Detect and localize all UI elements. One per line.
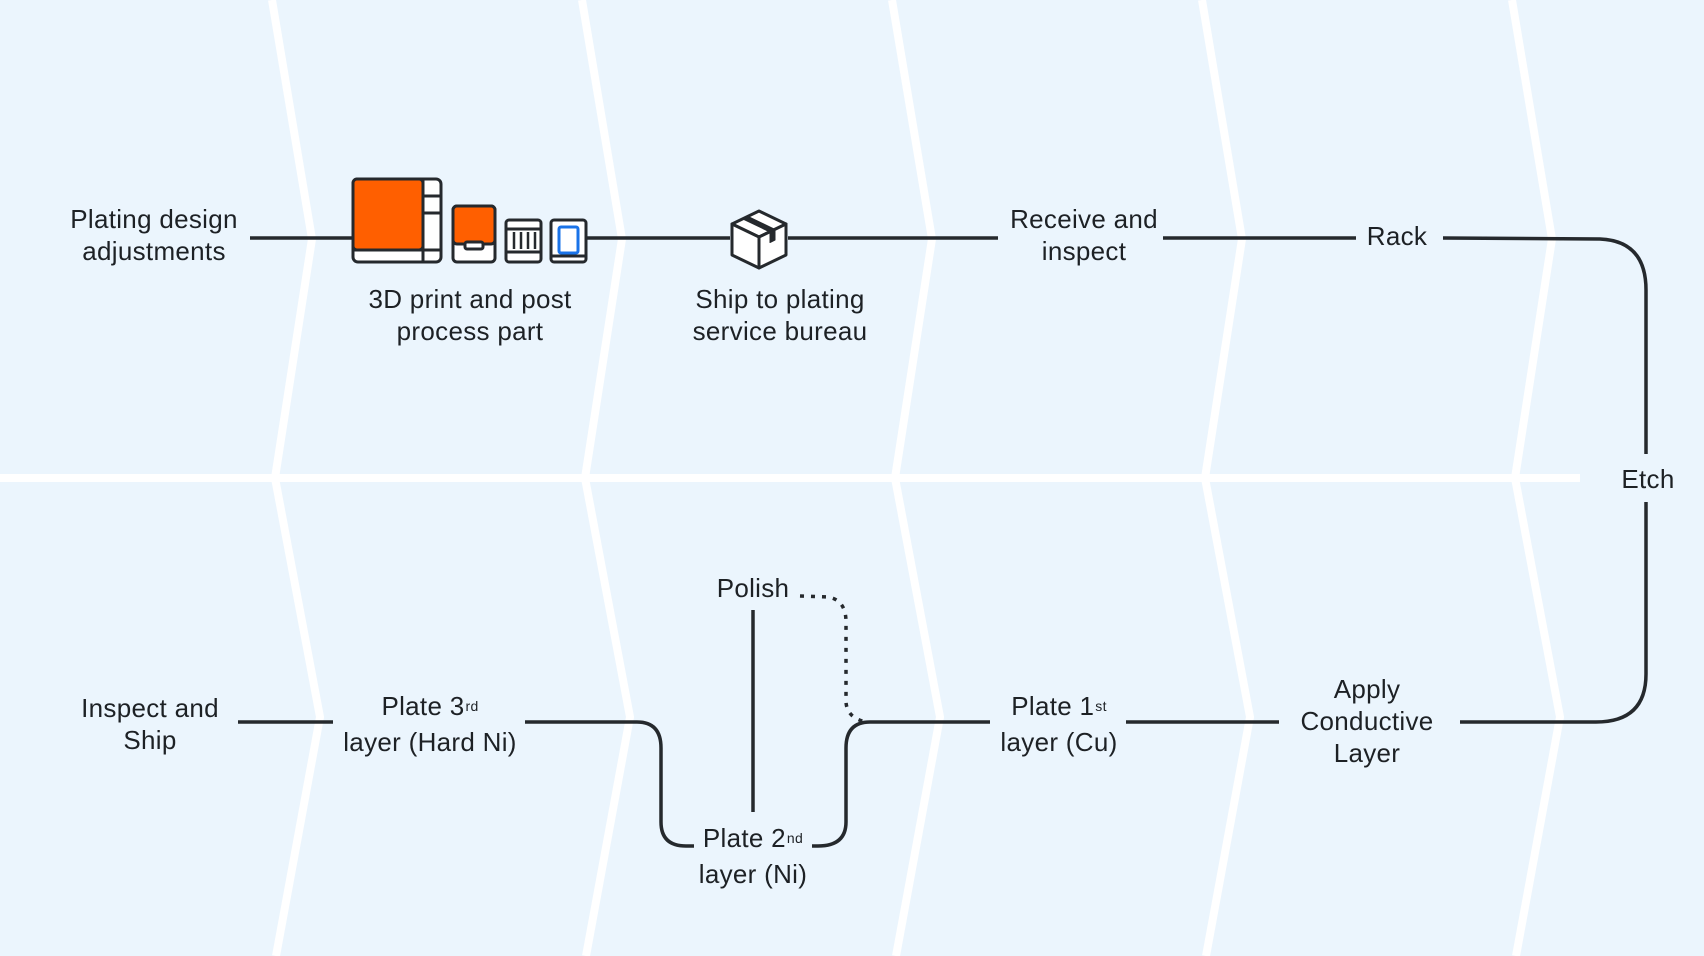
step-rack: Rack — [1367, 220, 1427, 252]
step-label-line: Apply — [1333, 674, 1401, 704]
step-receive-and-inspect: Receive and inspect — [1010, 203, 1158, 267]
connector-etch-apply — [1460, 502, 1648, 724]
step-label-line: Plate 1st — [1000, 690, 1117, 726]
step-label-text: Plate 3 — [381, 691, 465, 721]
step-label-line: Conductive — [1300, 706, 1434, 736]
step-label-line: layer (Cu) — [1000, 727, 1118, 757]
step-polish: Polish — [717, 572, 790, 604]
flow-connectors — [238, 236, 1648, 848]
step-label-line: Etch — [1621, 464, 1675, 494]
step-label-line: inspect — [1041, 236, 1127, 266]
step-label-line: Ship — [123, 725, 177, 755]
connector-plate2-plate3 — [525, 720, 694, 848]
step-label-line: process part — [396, 316, 544, 346]
step-plate-3rd-layer: Plate 3rd layer (Hard Ni) — [343, 690, 517, 758]
step-plate-2nd-layer: Plate 2nd layer (Ni) — [699, 822, 807, 890]
step-label-line: Plate 2nd — [699, 822, 807, 858]
package-box-icon — [730, 209, 788, 270]
step-label-text: Plate 2 — [702, 823, 786, 853]
step-label-line: 3D print and post — [368, 284, 572, 314]
connector-polish-dotted — [799, 594, 867, 724]
3d-printer-icon — [351, 177, 443, 264]
step-3d-print-and-post-process: 3D print and post process part — [368, 283, 571, 347]
step-label-line: Layer — [1333, 738, 1401, 768]
step-etch: Etch — [1621, 463, 1674, 495]
chevron-divider — [578, 0, 635, 956]
wash-station-icon — [451, 204, 497, 264]
ordinal-suffix: nd — [786, 830, 804, 846]
connector-rack-etch — [1442, 236, 1648, 454]
step-plating-design-adjustments: Plating design adjustments — [70, 203, 238, 267]
connector-plate1-plate2 — [812, 720, 990, 848]
chevron-divider — [1508, 0, 1565, 956]
chevron-divider — [268, 0, 325, 956]
cure-station-icon — [504, 218, 543, 264]
step-label-line: layer (Hard Ni) — [343, 727, 517, 757]
step-label-line: Receive and — [1010, 204, 1158, 234]
step-label-text: Plate 1 — [1011, 691, 1095, 721]
step-inspect-and-ship: Inspect and Ship — [81, 692, 219, 756]
step-label-line: adjustments — [82, 236, 226, 266]
step-apply-conductive-layer: Apply Conductive Layer — [1300, 673, 1433, 769]
chevron-divider — [1198, 0, 1255, 956]
ordinal-suffix: st — [1095, 698, 1107, 714]
step-label-line: layer (Ni) — [698, 859, 808, 889]
step-label-line: Plate 3rd — [343, 690, 517, 726]
step-label-line: Rack — [1366, 221, 1428, 251]
step-label-line: Plating design — [70, 204, 238, 234]
step-plate-1st-layer: Plate 1st layer (Cu) — [1000, 690, 1117, 758]
chevron-background — [0, 0, 1580, 956]
ordinal-suffix: rd — [465, 698, 479, 714]
chevron-divider — [888, 0, 945, 956]
step-label-line: Ship to plating — [695, 284, 865, 314]
step-label-line: service bureau — [692, 316, 868, 346]
step-ship-to-plating-bureau: Ship to plating service bureau — [693, 283, 868, 347]
step-label-line: Inspect and — [81, 693, 219, 723]
resin-tank-icon — [549, 218, 588, 264]
step-label-line: Polish — [716, 573, 790, 603]
